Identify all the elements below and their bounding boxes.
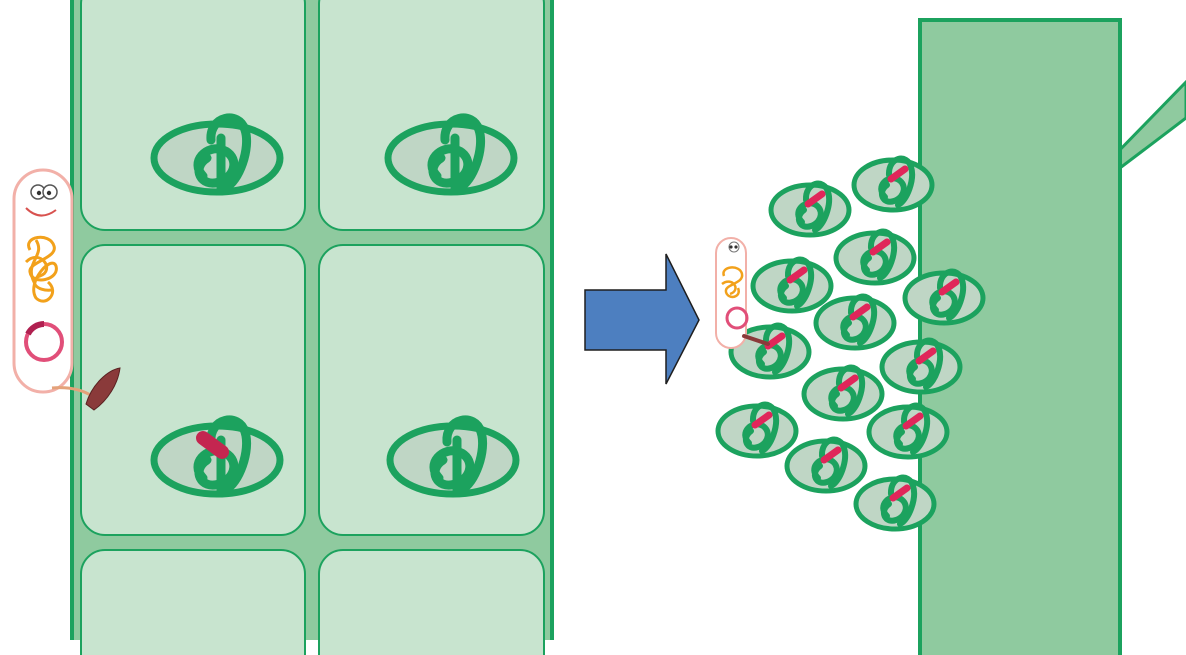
gall-cell [869,406,947,457]
gall-cell [836,232,914,283]
bacterium-face-icon [25,184,58,217]
bacterium-small [715,237,770,349]
plasmid-icon [24,321,64,362]
plant-stem [918,18,1186,655]
bacterium-large [12,168,121,411]
pilus-icon [742,334,770,346]
before-panel [12,0,554,655]
after-panel [715,18,1186,655]
plant-cell-bottom-left [80,549,306,655]
pilus-icon [51,367,121,411]
gall-cell [816,297,894,348]
nucleus-with-t-dna [154,420,280,494]
gall-cell [771,184,849,235]
plant-cell-top-right [318,0,545,231]
gall-cell [882,341,960,392]
plant-cell-bottom-right [318,549,545,655]
gall-cell [753,260,831,311]
chromosome-icon [24,235,58,303]
gall-cell [718,405,796,456]
gall-cell [804,368,882,419]
gall-cell [856,478,934,529]
gall-cell [787,440,865,491]
gall-cell [905,272,983,323]
chromosome-icon [721,266,744,299]
gall-cell [854,159,932,210]
bacterium-face-icon [728,241,740,253]
plasmid-icon [725,306,749,330]
plant-cell-top-left [80,0,306,231]
transformation-arrow-icon [584,253,700,385]
